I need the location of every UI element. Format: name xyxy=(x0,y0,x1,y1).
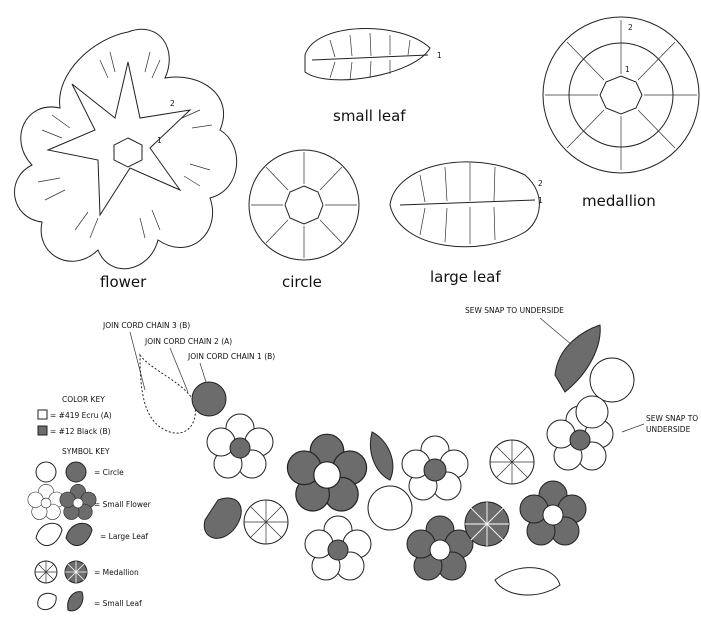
medallion-outer-ring xyxy=(542,16,700,174)
large-leaf-ticks xyxy=(419,163,496,244)
assembly-large-leaf xyxy=(554,324,601,393)
symbol-large-leaf-light xyxy=(35,522,63,547)
large-leaf-chart: 2 1 large leaf xyxy=(389,161,543,286)
necklace-assembly xyxy=(139,324,635,596)
large-leaf-mark-2: 2 xyxy=(538,179,543,188)
large-leaf-label: large leaf xyxy=(430,268,501,286)
large-leaf-spine xyxy=(399,199,536,206)
circle-inner-ring xyxy=(284,185,324,225)
join-cord-chain-2-label: JOIN CORD CHAIN 2 (A) xyxy=(144,337,232,346)
color-key-item-black: = #12 Black (B) xyxy=(50,427,111,436)
symbol-key-small-flower: = Small Flower xyxy=(94,500,152,509)
circle-outer-ring xyxy=(248,149,360,261)
symbol-key-circle: = Circle xyxy=(94,468,124,477)
cord-loop xyxy=(139,353,196,434)
flower-round-2-mark: 2 xyxy=(170,99,175,108)
join-cord-chain-1-label: JOIN CORD CHAIN 1 (B) xyxy=(187,352,275,361)
symbol-circle-light xyxy=(35,461,57,483)
circle-ticks xyxy=(251,152,357,258)
color-key-swatch-black xyxy=(37,425,48,436)
symbol-small-leaf-light xyxy=(37,592,57,611)
medallion-mark-1: 1 xyxy=(625,65,630,74)
small-leaf-ticks xyxy=(329,32,411,81)
medallion-mark-2: 2 xyxy=(628,23,633,32)
symbol-small-leaf-dark xyxy=(67,591,84,612)
sew-snap-right-label-2: UNDERSIDE xyxy=(646,425,691,434)
small-leaf-label: small leaf xyxy=(333,107,406,125)
small-leaf-chart: 1 small leaf xyxy=(304,28,442,125)
flower-round-1-mark: 1 xyxy=(157,136,162,145)
color-key-item-ecru: = #419 Ecru (A) xyxy=(50,411,112,420)
color-key: COLOR KEY = #419 Ecru (A) = #12 Black (B… xyxy=(37,395,112,436)
join-cord-chain-3-label: JOIN CORD CHAIN 3 (B) xyxy=(102,321,190,330)
assembly-flower-1 xyxy=(206,413,274,479)
medallion-chart: 2 1 medallion xyxy=(542,16,700,210)
cord-end-dark-circle xyxy=(191,381,227,417)
flower-inner-star xyxy=(46,61,192,217)
symbol-flower-dark xyxy=(59,484,97,520)
symbol-key-small-leaf: = Small Leaf xyxy=(94,599,142,608)
assembly-flower-3 xyxy=(304,515,372,581)
assembly-circle-1 xyxy=(367,485,413,531)
assembly-small-leaf-2 xyxy=(370,431,394,481)
assembly-circle-2 xyxy=(589,357,635,403)
assembly-flower-7 xyxy=(546,405,614,471)
sew-snap-top-label: SEW SNAP TO UNDERSIDE xyxy=(465,306,564,315)
assembly-flower-2 xyxy=(286,433,368,512)
circle-chart: circle xyxy=(248,149,360,291)
flower-label: flower xyxy=(100,273,147,291)
symbol-key-large-leaf: = Large Leaf xyxy=(100,532,148,541)
assembly-small-leaf-3 xyxy=(494,567,561,596)
medallion-ticks xyxy=(545,20,697,170)
color-key-title: COLOR KEY xyxy=(62,395,105,404)
small-leaf-mark: 1 xyxy=(437,51,442,60)
small-leaf-outline xyxy=(304,28,431,81)
circle-label: circle xyxy=(282,273,322,291)
symbol-circle-dark xyxy=(65,461,87,483)
symbol-medallion-light xyxy=(34,560,58,584)
small-leaf-spine xyxy=(311,54,429,61)
symbol-key-medallion: = Medallion xyxy=(94,568,139,577)
large-leaf-mark-1: 1 xyxy=(538,196,543,205)
symbol-key-title: SYMBOL KEY xyxy=(62,447,110,456)
flower-chart: 1 2 flower xyxy=(14,28,238,291)
assembly-flower-4 xyxy=(401,435,469,501)
symbol-medallion-dark xyxy=(64,560,88,584)
symbol-large-leaf-dark xyxy=(65,522,93,547)
symbol-key: SYMBOL KEY = Circle = Small Flower = Lar… xyxy=(27,447,152,612)
assembly-flower-5 xyxy=(406,515,474,581)
flower-center-ring xyxy=(113,137,143,168)
sew-snap-right-label-1: SEW SNAP TO xyxy=(646,414,698,423)
assembly-flower-6 xyxy=(519,480,587,546)
color-key-swatch-ecru xyxy=(37,409,48,420)
symbol-flower-light xyxy=(27,484,65,520)
flower-stitch-ticks xyxy=(37,51,213,239)
medallion-inner-ring xyxy=(599,75,643,115)
large-leaf-outline xyxy=(389,161,540,248)
medallion-label: medallion xyxy=(582,192,656,210)
assembly-callouts: JOIN CORD CHAIN 3 (B) JOIN CORD CHAIN 2 … xyxy=(102,306,698,434)
assembly-circle-3 xyxy=(575,395,609,429)
assembly-small-leaf-1 xyxy=(203,497,242,539)
flower-outline xyxy=(14,28,238,270)
